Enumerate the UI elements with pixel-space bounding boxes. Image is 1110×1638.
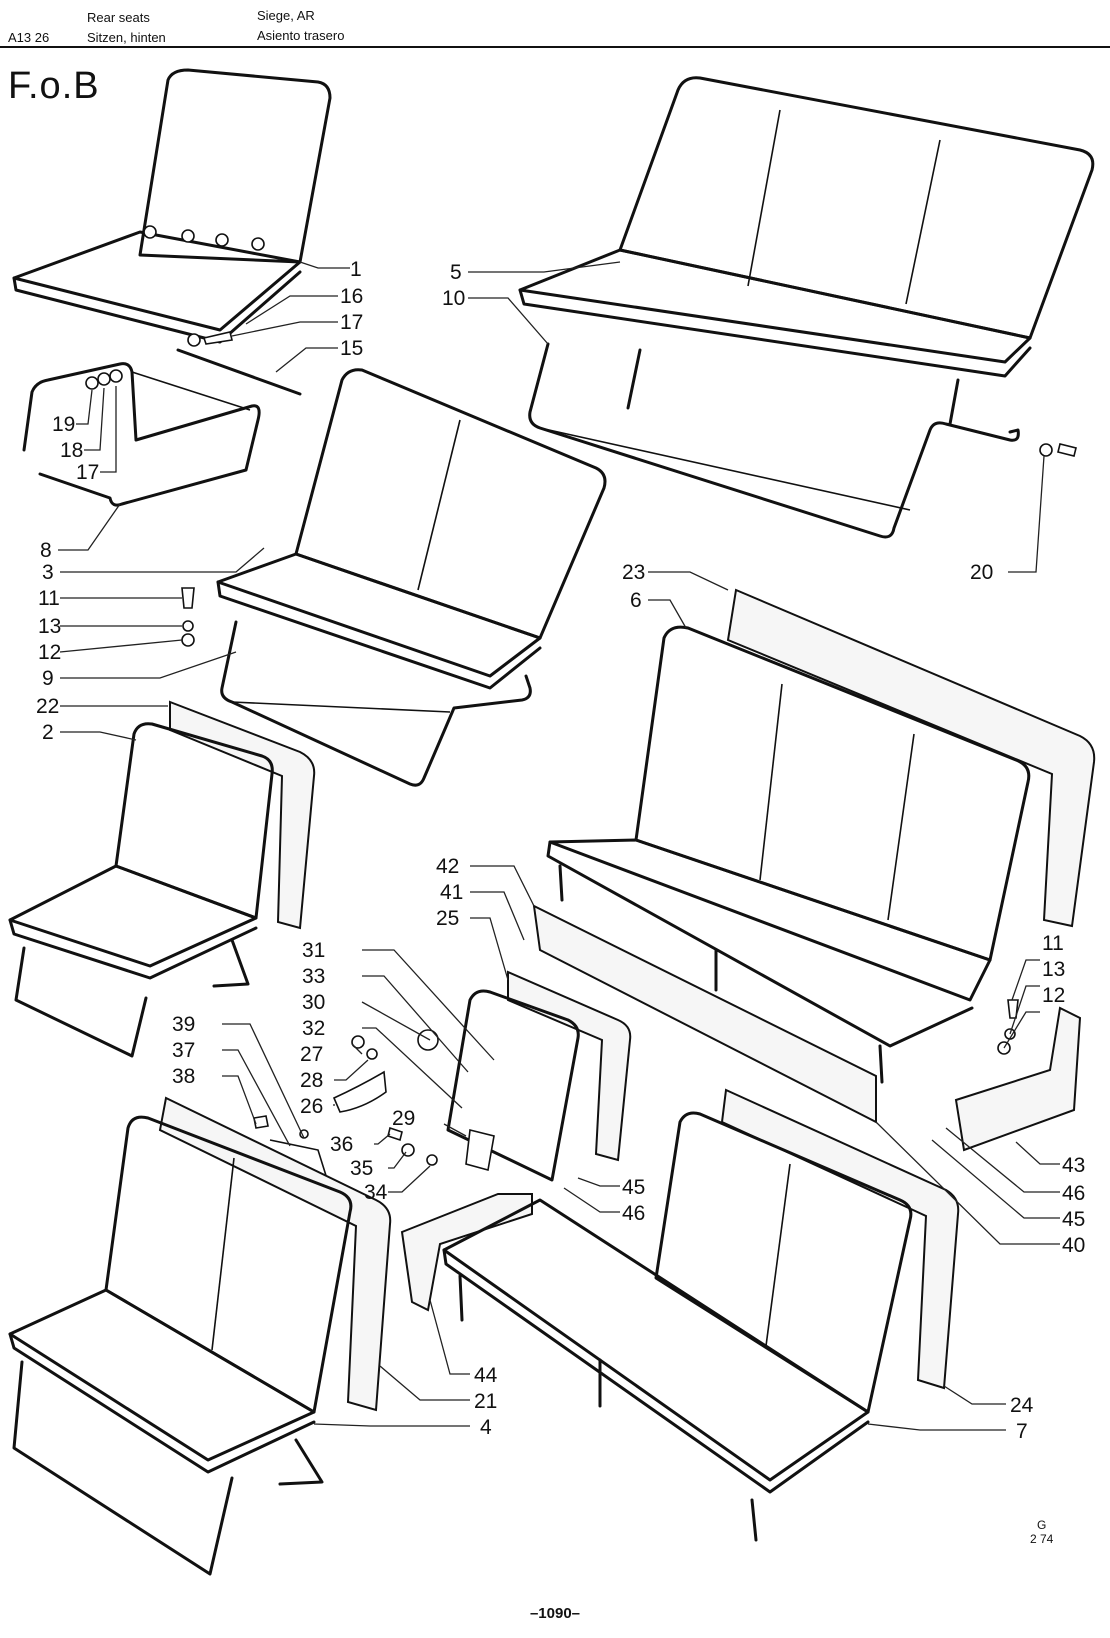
seat-frame-single-lower (8, 722, 274, 1058)
callout-36: 36 (330, 1133, 353, 1156)
callout-35: 35 (350, 1157, 373, 1180)
callout-21: 21 (474, 1390, 497, 1413)
callout-18: 18 (60, 439, 83, 462)
bolt-20 (1039, 443, 1077, 457)
callout-27: 27 (300, 1043, 323, 1066)
callout-33: 33 (302, 965, 325, 988)
callout-20: 20 (970, 561, 993, 584)
variant-badge: F.o.B (8, 65, 100, 107)
callout-41: 41 (440, 881, 463, 904)
callout-38: 38 (172, 1065, 195, 1088)
callout-43: 43 (1062, 1154, 1085, 1177)
callout-13-left: 13 (38, 615, 61, 638)
callout-30: 30 (302, 991, 325, 1014)
callout-6: 6 (630, 589, 642, 612)
callout-32: 32 (302, 1017, 325, 1040)
header-rule (0, 46, 1110, 48)
bolt-11-stack-left (181, 587, 195, 647)
callout-23: 23 (622, 561, 645, 584)
callout-45-right: 45 (1062, 1208, 1085, 1231)
seat-base-frame-8 (22, 362, 261, 507)
page-header: A13 26 Rear seats Sitzen, hinten Siege, … (0, 0, 1110, 50)
callout-10: 10 (442, 287, 465, 310)
callout-29: 29 (392, 1107, 415, 1130)
seat-frame-bench-upper (518, 76, 1095, 378)
callout-12-right: 12 (1042, 984, 1065, 1007)
callout-25: 25 (436, 907, 459, 930)
callout-13-right: 13 (1042, 958, 1065, 981)
title-spanish: Asiento trasero (257, 28, 345, 43)
seat-frame-bench-middle (216, 368, 607, 690)
side-trim-44 (400, 1193, 533, 1312)
backrest-panel-22 (169, 700, 316, 930)
callout-12-left: 12 (38, 641, 61, 664)
title-french: Siege, AR (257, 8, 315, 23)
hinge-parts-37-39 (253, 1115, 329, 1183)
callout-34: 34 (364, 1181, 388, 1204)
callout-44: 44 (474, 1364, 498, 1387)
callout-9: 9 (42, 667, 54, 690)
callout-1: 1 (350, 258, 362, 281)
bar-15 (176, 331, 302, 396)
backrest-panel-23 (726, 588, 1096, 928)
footer-code: G 2 74 (1030, 1518, 1053, 1546)
callout-4: 4 (480, 1416, 492, 1439)
leader-lines (58, 261, 1060, 1431)
callout-16: 16 (340, 285, 363, 308)
callout-11-right: 11 (1042, 932, 1064, 955)
callout-11-left: 11 (38, 587, 60, 610)
callout-26: 26 (300, 1095, 323, 1118)
backrest-panel-21 (158, 1096, 392, 1412)
callout-2: 2 (42, 721, 54, 744)
callout-15: 15 (340, 337, 363, 360)
callout-17-lower: 17 (76, 461, 99, 484)
callout-28: 28 (300, 1069, 323, 1092)
callout-37: 37 (172, 1039, 195, 1062)
callout-42: 42 (436, 855, 459, 878)
callout-17-upper: 17 (340, 311, 363, 334)
section-code: A13 26 (8, 30, 50, 45)
callout-40: 40 (1062, 1234, 1085, 1257)
seat-frame-bench-right (546, 625, 1031, 1084)
seat-frame-bench-lower-left (8, 1115, 353, 1576)
callout-46-right: 46 (1062, 1182, 1085, 1205)
seat-frame-bench-lower-right (442, 1111, 913, 1542)
callout-31: 31 (302, 939, 325, 962)
callout-3: 3 (42, 561, 54, 584)
callout-5: 5 (450, 261, 462, 284)
seat-base-frame-9 (220, 620, 532, 787)
callout-24: 24 (1010, 1394, 1034, 1417)
callout-39: 39 (172, 1013, 195, 1036)
side-trim-43 (954, 1006, 1082, 1152)
folding-backrest-29 (446, 989, 580, 1182)
callout-7: 7 (1016, 1420, 1028, 1443)
title-english: Rear seats (87, 10, 150, 25)
callout-22: 22 (36, 695, 59, 718)
callout-19: 19 (52, 413, 75, 436)
callout-46-centre: 46 (622, 1202, 645, 1225)
callout-45-centre: 45 (622, 1176, 645, 1199)
bolt-11-stack-right (997, 999, 1019, 1055)
backrest-panel-24 (720, 1088, 960, 1390)
footer-code-bottom: 2 74 (1030, 1532, 1054, 1546)
callout-labels: 1 16 17 15 19 18 17 8 5 10 20 3 11 13 12… (36, 258, 1085, 1443)
title-german: Sitzen, hinten (87, 30, 166, 45)
backrest-panel-25 (507, 970, 632, 1162)
seat-base-frame-10 (528, 342, 1020, 539)
page-number: –1090– (529, 1605, 581, 1622)
callout-8: 8 (40, 539, 52, 562)
footer-code-top: G (1037, 1518, 1047, 1532)
